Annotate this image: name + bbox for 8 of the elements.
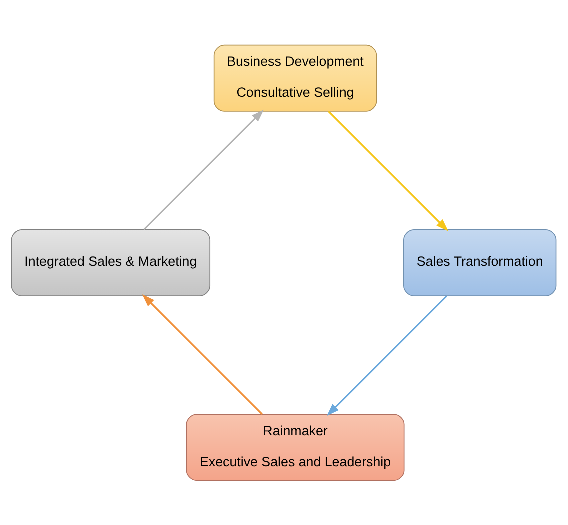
arrow <box>144 109 264 230</box>
node-box: Business Development Consultative Selling <box>214 44 378 112</box>
arrow <box>142 294 263 414</box>
node-box: Rainmaker Executive Sales and Leadership <box>186 414 405 481</box>
arrow <box>326 295 448 416</box>
arrow <box>328 110 449 232</box>
node-box: Integrated Sales & Marketing <box>11 229 211 296</box>
node-box: Sales Transformation <box>404 229 557 296</box>
